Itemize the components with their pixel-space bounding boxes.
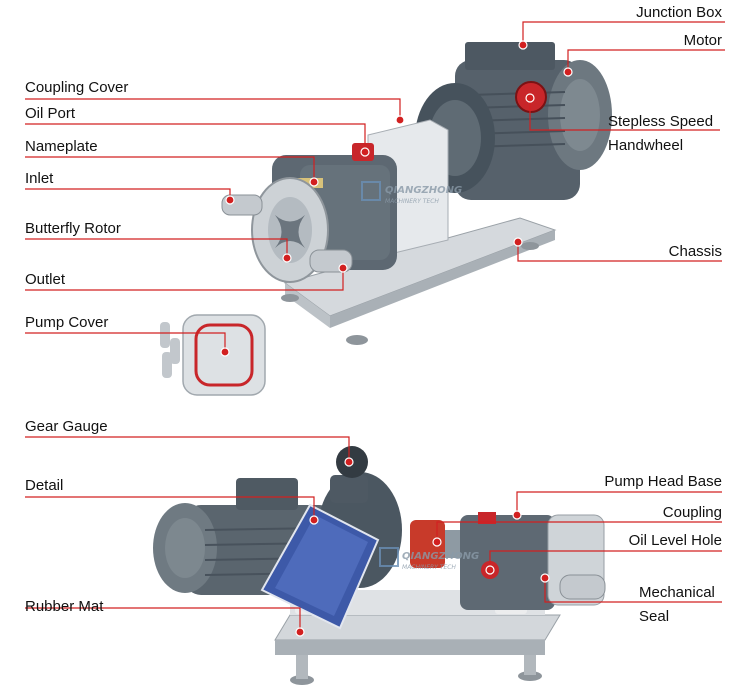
bottom-junction-box bbox=[236, 478, 298, 510]
bottom-coupling bbox=[410, 520, 445, 568]
cover-bolt bbox=[162, 352, 172, 378]
leader-line-coupling bbox=[436, 521, 722, 542]
leader-line-oil-level-hole bbox=[489, 550, 722, 570]
leader-line-pump-head-base bbox=[516, 491, 722, 515]
label-chassis: Chassis bbox=[668, 243, 722, 260]
leader-line-inlet bbox=[25, 188, 231, 200]
label-seal: Seal bbox=[639, 608, 670, 625]
top-butterfly-rotor bbox=[275, 215, 305, 248]
leader-line-detail bbox=[25, 496, 315, 520]
leader-line-outlet bbox=[25, 268, 344, 291]
leader-line-gear-gauge bbox=[25, 436, 350, 462]
label-coupling: Coupling bbox=[662, 504, 722, 521]
label-handwheel: Handwheel bbox=[608, 137, 684, 154]
label-motor: Motor bbox=[683, 32, 722, 49]
bottom-leg bbox=[524, 655, 536, 675]
leader-line-mechanical-seal bbox=[544, 578, 722, 603]
label-butterfly-rotor: Butterfly Rotor bbox=[25, 220, 121, 237]
label-nameplate: Nameplate bbox=[25, 138, 98, 155]
label-mechanical: Mechanical bbox=[639, 584, 715, 601]
leader-line-nameplate bbox=[25, 156, 315, 182]
bottom-motor-end bbox=[165, 518, 205, 578]
bottom-detail-booklet-face bbox=[275, 515, 368, 616]
top-foot bbox=[346, 335, 368, 345]
cover-bolt bbox=[160, 322, 170, 348]
top-foot bbox=[281, 294, 299, 302]
leader-line-motor bbox=[567, 49, 725, 72]
leader-lines bbox=[25, 21, 725, 632]
leader-line-rubber-mat bbox=[25, 607, 301, 632]
callout-markers bbox=[220, 40, 573, 637]
loose-pump-cover-seal bbox=[194, 323, 254, 387]
leader-line-chassis bbox=[517, 242, 722, 262]
label-coupling-cover: Coupling Cover bbox=[25, 79, 129, 96]
leader-line-stepless-speed bbox=[529, 98, 720, 131]
label-oil-port: Oil Port bbox=[25, 105, 76, 122]
bottom-pump-head-base bbox=[460, 515, 555, 610]
cover-bolt bbox=[170, 338, 180, 364]
bottom-chassis-edge bbox=[275, 640, 545, 655]
leader-line-coupling-cover bbox=[25, 98, 401, 120]
label-pump-head-base: Pump Head Base bbox=[604, 473, 722, 490]
bottom-gear-gauge-housing bbox=[330, 475, 368, 503]
leader-line-oil-port bbox=[25, 123, 366, 152]
label-junction-box: Junction Box bbox=[636, 4, 722, 21]
leader-line-junction-box bbox=[522, 21, 725, 45]
label-detail: Detail bbox=[25, 477, 64, 494]
label-rubber-mat: Rubber Mat bbox=[25, 598, 104, 615]
top-junction-box bbox=[465, 42, 555, 70]
bottom-oil-port bbox=[478, 512, 496, 524]
label-oil-level-hole: Oil Level Hole bbox=[628, 532, 722, 549]
watermark-sub: MACHINERY TECH bbox=[385, 198, 439, 205]
top-motor-end bbox=[560, 79, 600, 151]
label-pump-cover: Pump Cover bbox=[25, 314, 109, 331]
leader-line-pump-cover bbox=[25, 332, 226, 352]
bottom-shaft bbox=[445, 530, 463, 558]
bottom-outlet-pipe bbox=[559, 574, 606, 600]
watermark-logo: QIANGZHONG MACHINERY TECH QIANGZHONG MAC… bbox=[361, 181, 479, 571]
top-chassis-side bbox=[285, 283, 330, 328]
label-gear-gauge: Gear Gauge bbox=[25, 418, 108, 435]
bottom-chassis-plate bbox=[274, 614, 561, 641]
watermark-brand: QIANGZHONG bbox=[402, 551, 479, 562]
top-chassis-edge bbox=[330, 230, 555, 328]
watermark-sub: MACHINERY TECH bbox=[402, 564, 456, 571]
top-pump bbox=[221, 42, 612, 345]
leader-line-butterfly-rotor bbox=[25, 238, 288, 258]
watermark-brand: QIANGZHONG bbox=[385, 185, 462, 196]
label-inlet: Inlet bbox=[25, 170, 54, 187]
label-outlet: Outlet bbox=[25, 271, 66, 288]
loose-pump-cover bbox=[160, 314, 266, 396]
label-stepless-speed: Stepless Speed bbox=[608, 113, 714, 130]
bottom-leg bbox=[296, 655, 308, 679]
top-foot bbox=[521, 242, 539, 250]
